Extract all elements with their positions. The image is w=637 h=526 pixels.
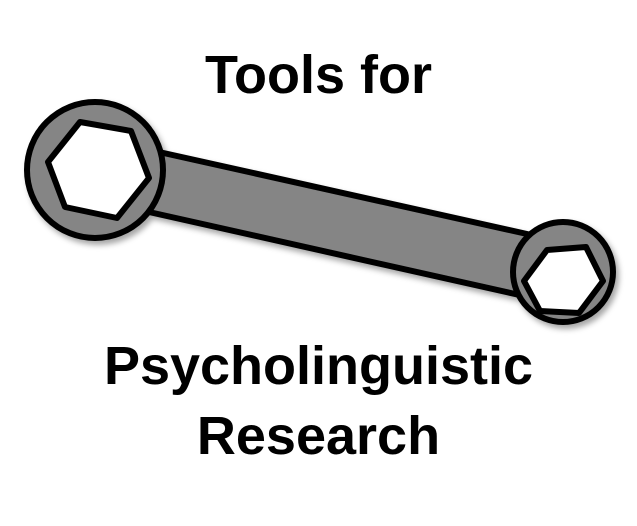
hex-hole-right <box>521 244 606 316</box>
wrench-handle <box>137 147 539 299</box>
title-line-3: Research <box>196 406 441 466</box>
title-line-2: Psycholinguistic <box>103 336 534 396</box>
title-line-1: Tools for <box>205 45 432 105</box>
hex-hole-left <box>45 119 152 221</box>
